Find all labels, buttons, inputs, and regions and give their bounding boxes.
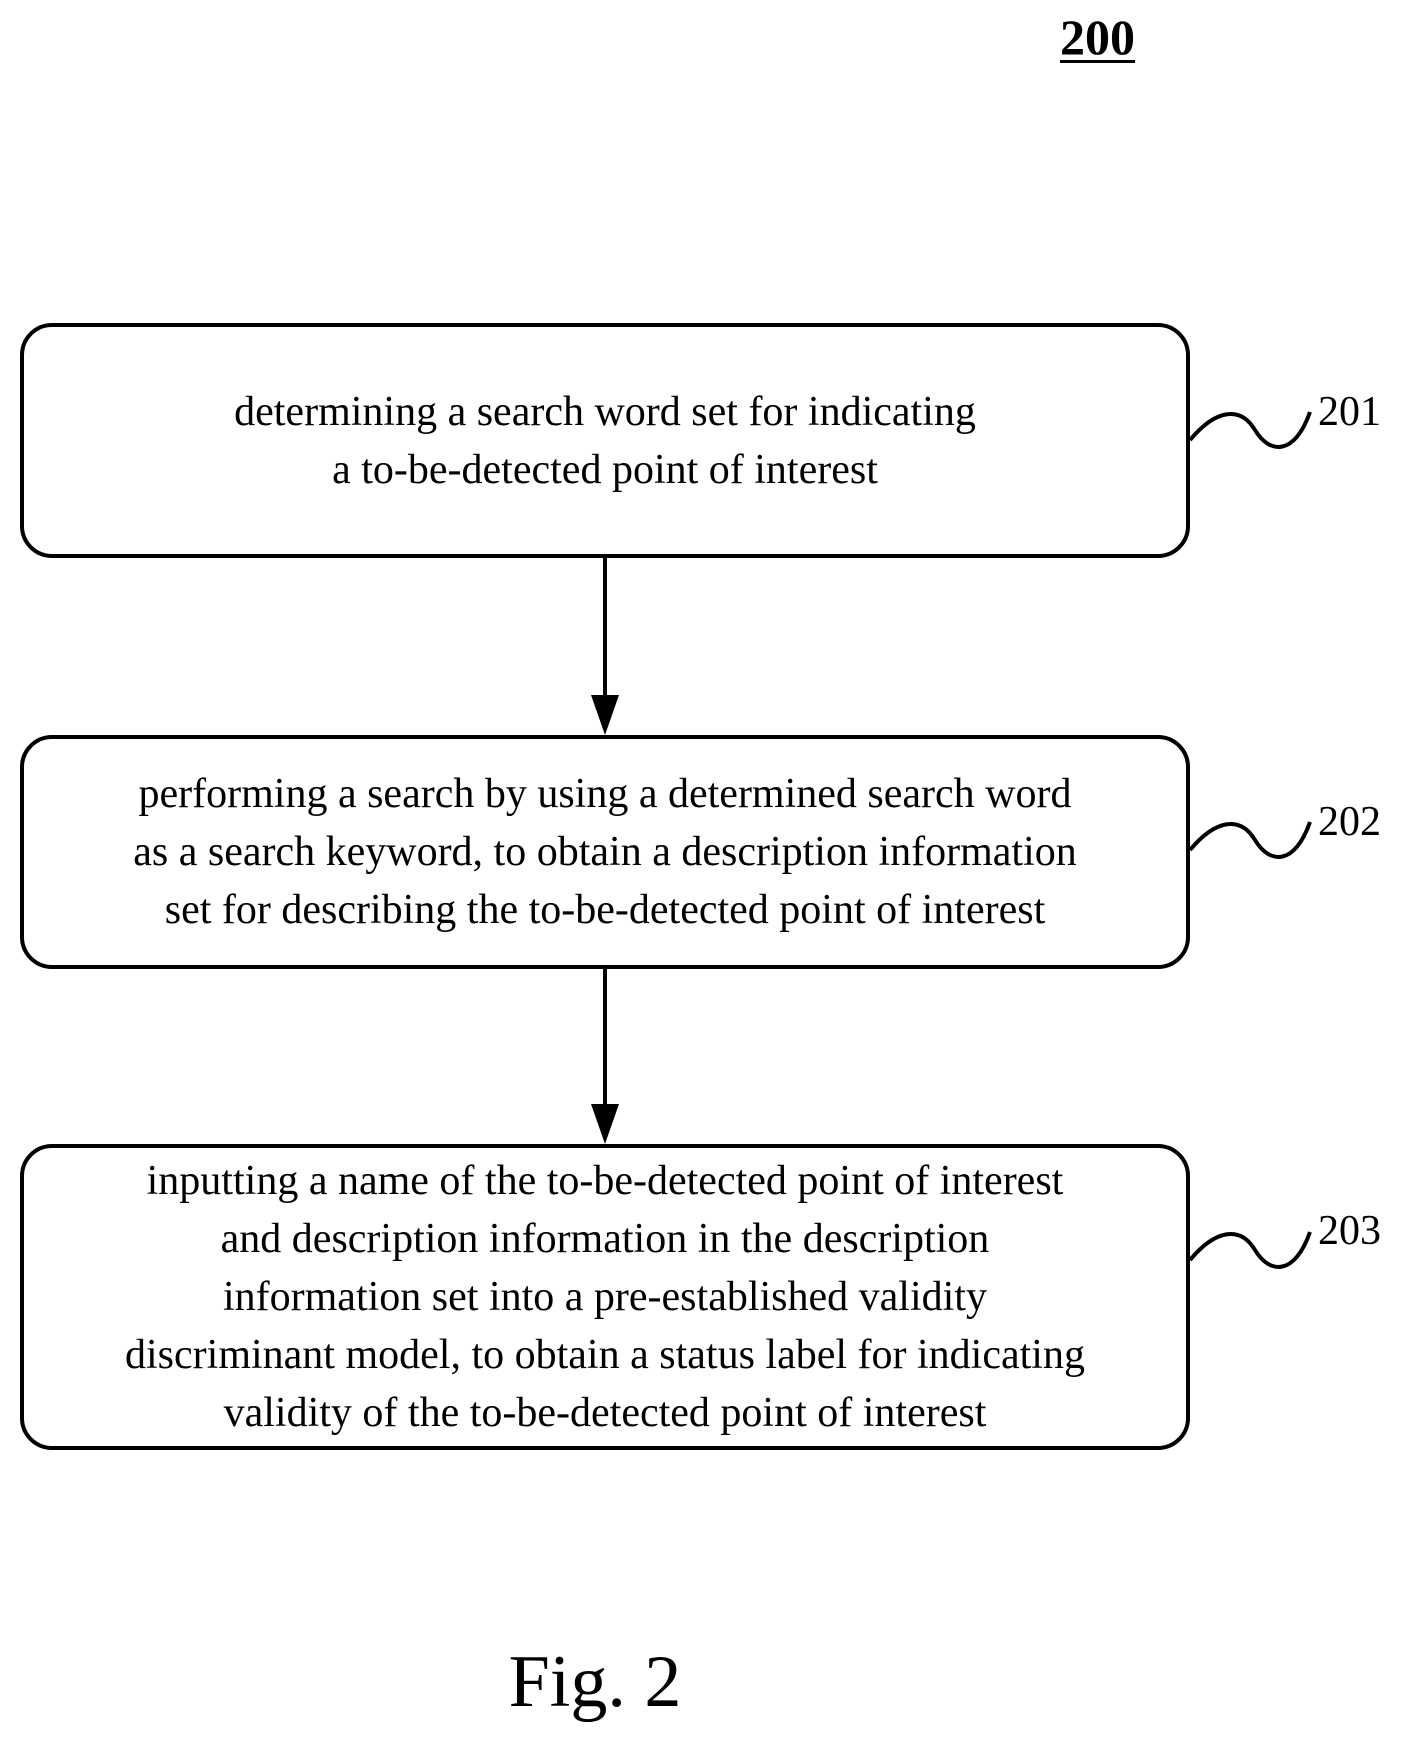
figure-caption: Fig. 2 xyxy=(0,1640,1190,1725)
step-text-201: determining a search word set for indica… xyxy=(216,383,994,499)
leader-line-201 xyxy=(1190,412,1310,447)
step-box-201: determining a search word set for indica… xyxy=(20,323,1190,558)
step-text-202: performing a search by using a determine… xyxy=(115,765,1095,939)
step-box-202: performing a search by using a determine… xyxy=(20,735,1190,969)
figure-number: 200 xyxy=(1060,8,1135,66)
step-ref-202: 202 xyxy=(1318,798,1381,846)
arrow-202-to-203 xyxy=(591,969,619,1144)
step-ref-201: 201 xyxy=(1318,388,1381,436)
step-text-203: inputting a name of the to-be-detected p… xyxy=(107,1152,1103,1442)
leader-line-202 xyxy=(1190,822,1310,857)
arrow-201-to-202 xyxy=(591,558,619,735)
leader-line-203 xyxy=(1190,1232,1310,1267)
step-ref-203: 203 xyxy=(1318,1207,1381,1255)
step-box-203: inputting a name of the to-be-detected p… xyxy=(20,1144,1190,1450)
